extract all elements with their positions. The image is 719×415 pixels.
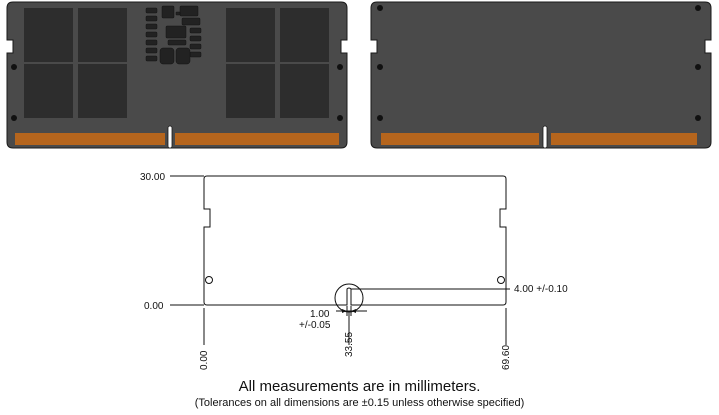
- mounting-hole: [337, 115, 343, 121]
- key-notch: [542, 125, 548, 149]
- dram-chip: [226, 64, 275, 118]
- mounting-hole: [11, 115, 17, 121]
- module-back-pcb: [370, 1, 712, 149]
- pmic-components: [145, 5, 202, 65]
- dram-chip: [78, 64, 127, 118]
- mounting-hole: [337, 64, 343, 70]
- dim-x-end: 69.60: [501, 345, 512, 370]
- dram-chip: [280, 8, 329, 62]
- dim-y-top: 30.00: [140, 172, 165, 183]
- mounting-hole: [377, 64, 383, 70]
- edge-contacts-front: [15, 125, 339, 149]
- edge-contacts-back: [381, 125, 697, 149]
- mounting-hole: [11, 64, 17, 70]
- dim-y-zero: 0.00: [144, 301, 164, 312]
- dram-chip: [78, 8, 127, 62]
- dram-chip: [280, 64, 329, 118]
- board-outline: [203, 175, 507, 306]
- dram-chip: [24, 64, 73, 118]
- mounting-hole: [695, 64, 701, 70]
- mechanical-drawing: [170, 175, 510, 345]
- units-note: All measurements are in millimeters.: [238, 378, 481, 395]
- dim-notch-width-tol: +/-0.05: [299, 320, 331, 331]
- key-notch: [167, 125, 173, 149]
- outline-hole: [497, 276, 505, 284]
- dim-notch-width-value: 1.00: [310, 309, 330, 320]
- outline-hole: [205, 276, 213, 284]
- dram-chip: [226, 8, 275, 62]
- mounting-hole: [695, 5, 701, 11]
- dram-chip: [24, 8, 73, 62]
- module-front-view: [6, 1, 348, 149]
- module-back-view: [370, 1, 712, 149]
- mounting-hole: [377, 115, 383, 121]
- dimension-arrows: [342, 309, 356, 313]
- mounting-hole: [377, 5, 383, 11]
- dim-x-zero: 0.00: [199, 350, 210, 370]
- dim-x-notch: 33.55: [344, 332, 355, 357]
- tolerance-note: (Tolerances on all dimensions are ±0.15 …: [194, 397, 525, 409]
- dim-notch-depth: 4.00 +/-0.10: [514, 284, 568, 295]
- mounting-hole: [695, 115, 701, 121]
